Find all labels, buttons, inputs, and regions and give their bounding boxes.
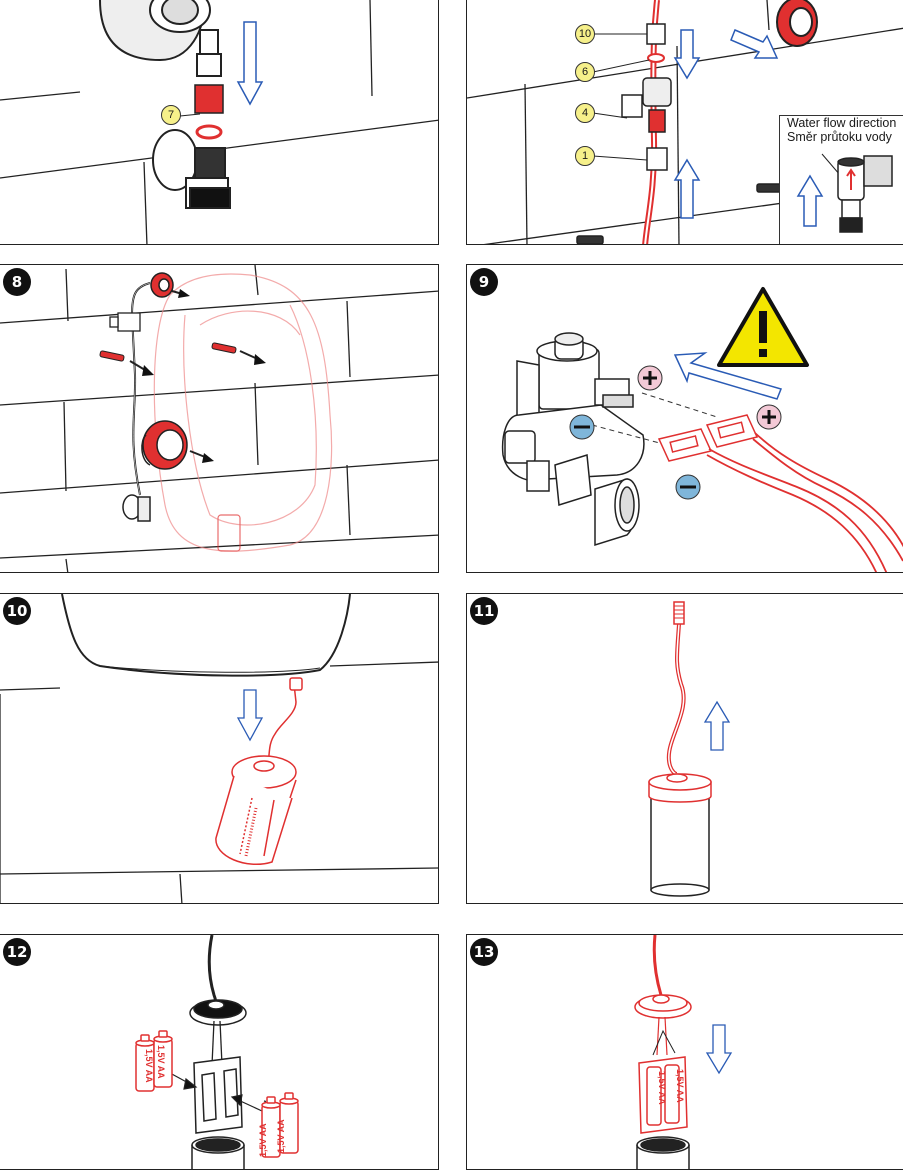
flow-direction-label-en: Water flow direction	[787, 116, 897, 130]
battery-label: 1,5V AA	[675, 1069, 685, 1103]
step-number-badge: 12	[3, 938, 31, 966]
panel-step-8: 8	[0, 264, 439, 573]
warning-icon	[717, 287, 809, 367]
diagonal-arrow-icon	[730, 29, 779, 59]
panel-valve-assembly: 10 6 4 1 Water flow direction Směr průto…	[466, 0, 903, 245]
wiring-illustration	[501, 287, 903, 572]
battery-label: 1,5V AA	[276, 1119, 286, 1153]
battery-label: 1,5V AA	[144, 1049, 154, 1083]
panel-step-9: 9	[466, 264, 903, 573]
callout-10: 10	[575, 24, 595, 44]
down-arrow-icon	[236, 21, 264, 106]
panel-step-11: 11	[466, 593, 903, 904]
solenoid-inset-illustration	[796, 153, 893, 233]
battery-label: 1,5V AA	[258, 1123, 268, 1157]
panel-step-12: 12	[0, 934, 439, 1170]
battery-installed-illustration: 1,5V AA 1,5V AA	[634, 935, 733, 1169]
battery-label: 1,5V AA	[657, 1071, 667, 1105]
up-arrow-icon	[796, 174, 824, 227]
minus-terminal-icon	[675, 474, 701, 500]
callout-7: 7	[161, 105, 181, 125]
panel-step-10: 10	[0, 593, 439, 904]
mounting-illustration	[0, 265, 438, 572]
panel-connection-valve: 7	[0, 0, 439, 245]
battery-insertion-illustration: 1,5V AA 1,5V AA 1,5V AA 1,5V AA	[135, 935, 299, 1169]
up-arrow-icon	[673, 158, 701, 219]
down-arrow-icon	[705, 1024, 733, 1075]
step-number-badge: 11	[470, 597, 498, 625]
panel-step-13: 13 1,5V AA 1,5V AA	[466, 934, 903, 1170]
plus-terminal-icon	[756, 404, 782, 430]
valve-connection-illustration	[0, 0, 438, 244]
valve-assembly-illustration	[467, 0, 903, 244]
flow-direction-label-cz: Směr průtoku vody	[787, 130, 892, 144]
sensor-insertion-illustration	[0, 594, 438, 903]
minus-terminal-icon	[569, 414, 595, 440]
down-arrow-icon	[236, 689, 264, 742]
battery-label: 1,5V AA	[156, 1045, 166, 1079]
step-number-badge: 13	[470, 938, 498, 966]
diagonal-arrow-icon	[673, 352, 783, 400]
up-arrow-icon	[703, 700, 731, 751]
flow-direction-inset: Water flow direction Směr průtoku vody	[779, 115, 903, 244]
sensor-cable-illustration	[648, 601, 731, 897]
step-number-badge: 10	[3, 597, 31, 625]
callout-1: 1	[575, 146, 595, 166]
plus-terminal-icon	[637, 365, 663, 391]
down-arrow-icon	[673, 29, 701, 80]
callout-6: 6	[575, 62, 595, 82]
callout-4: 4	[575, 103, 595, 123]
step-number-badge: 9	[470, 268, 498, 296]
step-number-badge: 8	[3, 268, 31, 296]
